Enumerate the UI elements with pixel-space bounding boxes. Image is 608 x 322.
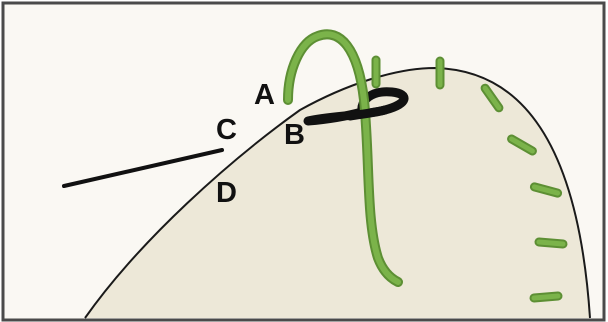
- label-b: B: [284, 119, 305, 151]
- needle: [62, 148, 224, 188]
- green-thread-highlight: [285, 31, 401, 285]
- label-d: D: [216, 177, 237, 209]
- edge-stitch: [531, 184, 561, 196]
- label-c: C: [216, 114, 237, 146]
- edge-stitch: [482, 85, 502, 111]
- edge-stitch: [536, 239, 566, 247]
- edge-stitches: [371, 55, 568, 303]
- fabric-shape: [85, 68, 590, 318]
- edge-stitch: [509, 136, 535, 154]
- black-thread-loop-front: [345, 105, 390, 121]
- edge-stitch: [531, 293, 561, 301]
- label-a: A: [254, 79, 275, 111]
